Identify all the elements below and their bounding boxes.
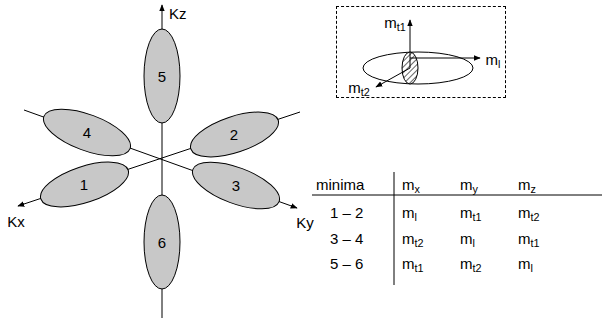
- valley-number: 1: [80, 176, 88, 193]
- table-cell: my: [460, 176, 478, 193]
- valley-ellipsoid: 6: [143, 194, 181, 290]
- valley-ellipsoid: 1: [39, 161, 130, 208]
- table-cell: 5 – 6: [330, 255, 363, 272]
- mt2-arrow: [376, 68, 410, 87]
- mass-ellipsoid: [363, 52, 473, 84]
- table-cell: minima: [316, 176, 364, 193]
- ellipsoid-shape: [191, 161, 281, 210]
- table-cell: mx: [402, 176, 420, 193]
- table-cell: 1 – 2: [330, 204, 363, 221]
- table-cell: mt1: [402, 255, 424, 272]
- table-cell: mt2: [518, 204, 540, 221]
- table-cell: mt1: [518, 230, 540, 247]
- table-cell: mt2: [402, 230, 424, 247]
- ellipsoid-shape: [39, 161, 130, 208]
- table-cell: 3 – 4: [330, 230, 363, 247]
- ellipsoid-shape: [144, 195, 180, 289]
- mt1-arrow: [410, 20, 411, 68]
- axis-label: Kx: [7, 213, 25, 230]
- valley-number: 5: [158, 68, 166, 85]
- ellipsoid-shape: [42, 108, 132, 157]
- inset-box: mt1 ml mt2: [336, 6, 506, 98]
- valley-number: 4: [83, 124, 91, 141]
- table-rule: [312, 195, 602, 196]
- table-cell: mt1: [460, 204, 482, 221]
- ellipsoid-shape: [144, 29, 180, 123]
- axis-label: Ky: [296, 214, 314, 231]
- valley-ellipsoid: 5: [143, 28, 181, 124]
- valley-number: 2: [230, 126, 238, 143]
- mass-label: mt2: [348, 79, 370, 96]
- table-cell: ml: [460, 230, 475, 247]
- ellipsoid-shape: [189, 111, 280, 158]
- valley-ellipsoid: 2: [189, 111, 280, 158]
- axis-label: Kz: [169, 5, 187, 22]
- ml-arrow: [410, 58, 480, 59]
- table-cell: mz: [518, 176, 536, 193]
- mass-label: mt1: [384, 14, 406, 31]
- valley-number: 6: [158, 234, 166, 251]
- mass-label: ml: [486, 51, 501, 68]
- valley-ellipsoid: 3: [191, 161, 281, 210]
- valley-ellipsoid: 4: [42, 108, 132, 157]
- valley-number: 3: [232, 177, 240, 194]
- table-cell: ml: [402, 204, 417, 221]
- table-cell: mt2: [460, 255, 482, 272]
- table-cell: ml: [518, 255, 533, 272]
- table-rule: [394, 172, 395, 285]
